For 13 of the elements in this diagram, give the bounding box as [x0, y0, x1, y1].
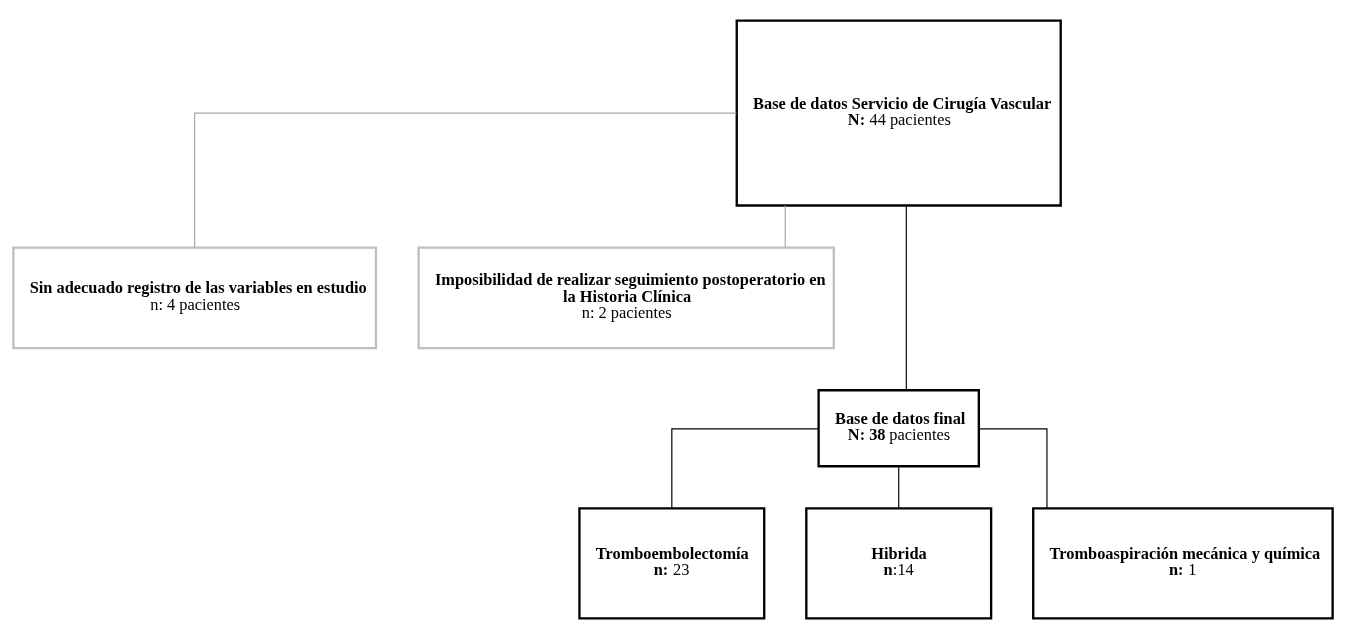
- connector: [898, 466, 900, 509]
- connector: [905, 204, 907, 391]
- connector: [978, 428, 1048, 509]
- node-box: Base de datos final N: 38 pacientes: [817, 389, 980, 468]
- node-box: Tromboembolectomía n: 23: [578, 507, 766, 620]
- connector: [671, 428, 819, 509]
- node-box: Base de datos Servicio de Cirugía Vascular N: 44 pacientes: [735, 19, 1062, 207]
- connector: [194, 112, 737, 248]
- node-box: Hibrida n:14: [805, 507, 993, 620]
- node-box: Imposibilidad de realizar seguimiento postoperatorio en la Historia Clínica n: 2 pacientes: [417, 246, 835, 350]
- node-box: Sin adecuado registro de las variables en estudio n: 4 pacientes: [12, 246, 378, 350]
- node-box: Tromboaspiración mecánica y química n: 1: [1032, 507, 1334, 620]
- connector: [784, 204, 786, 248]
